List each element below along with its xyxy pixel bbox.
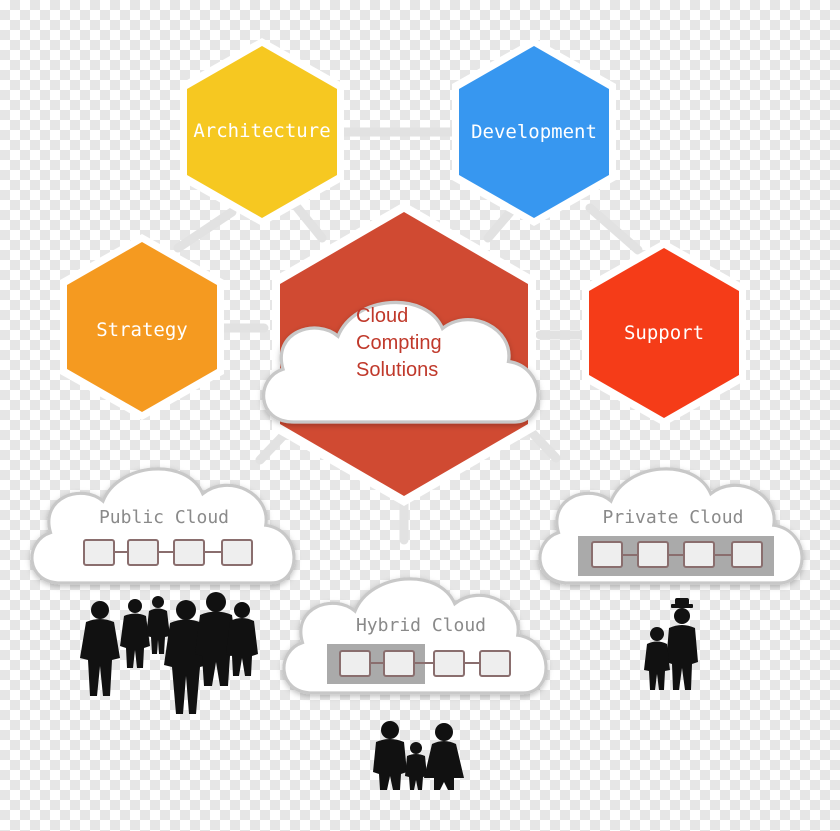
- hexagon-development-fill: [459, 46, 609, 218]
- hexagon-support: Support: [582, 240, 746, 426]
- cloud-private: Private Cloud: [538, 467, 804, 585]
- server-unit: [383, 650, 415, 677]
- father-child-icon: [644, 598, 698, 690]
- server-unit: [731, 541, 763, 568]
- center-hexagon: Cloud Compting Solutions: [261, 202, 540, 506]
- center-line-2: Compting: [356, 332, 442, 354]
- server-unit: [127, 539, 159, 566]
- hexagon-support-label: Support: [624, 322, 704, 344]
- crowd-icon: [80, 592, 258, 714]
- server-unit: [479, 650, 511, 677]
- server-rack-public: [83, 539, 253, 566]
- cloud-hybrid: Hybrid Cloud: [282, 577, 548, 695]
- hexagon-development-label: Development: [471, 121, 597, 143]
- server-unit: [591, 541, 623, 568]
- family-icon: [373, 721, 464, 790]
- server-unit: [173, 539, 205, 566]
- connectors: [173, 127, 643, 545]
- center-line-3: Solutions: [356, 359, 438, 381]
- server-unit: [83, 539, 115, 566]
- cloud-public-label: Public Cloud: [99, 507, 229, 528]
- server-rack-private: [578, 536, 774, 576]
- connector-development-support: [585, 203, 643, 255]
- connector-architecture-strategy: [173, 207, 237, 253]
- hexagon-strategy: Strategy: [60, 234, 224, 420]
- server-unit: [339, 650, 371, 677]
- center-line-1: Cloud: [356, 305, 408, 327]
- hexagon-architecture-fill: [187, 46, 337, 218]
- server-rack-hybrid: [327, 644, 511, 684]
- server-unit: [221, 539, 253, 566]
- server-unit: [683, 541, 715, 568]
- hexagon-architecture-label: Architecture: [193, 120, 330, 142]
- hexagon-strategy-label: Strategy: [96, 319, 188, 341]
- server-unit: [433, 650, 465, 677]
- connector-center-architecture: [291, 201, 327, 243]
- cloud-hybrid-label: Hybrid Cloud: [356, 615, 486, 636]
- cloud-private-label: Private Cloud: [603, 507, 744, 528]
- hexagon-architecture: Architecture: [180, 38, 344, 226]
- connector-center-development: [483, 205, 517, 243]
- server-unit: [637, 541, 669, 568]
- hexagon-support-fill: [589, 248, 739, 418]
- hexagon-strategy-fill: [67, 242, 217, 412]
- cloud-public: Public Cloud: [30, 467, 296, 585]
- hexagon-development: Development: [452, 38, 616, 226]
